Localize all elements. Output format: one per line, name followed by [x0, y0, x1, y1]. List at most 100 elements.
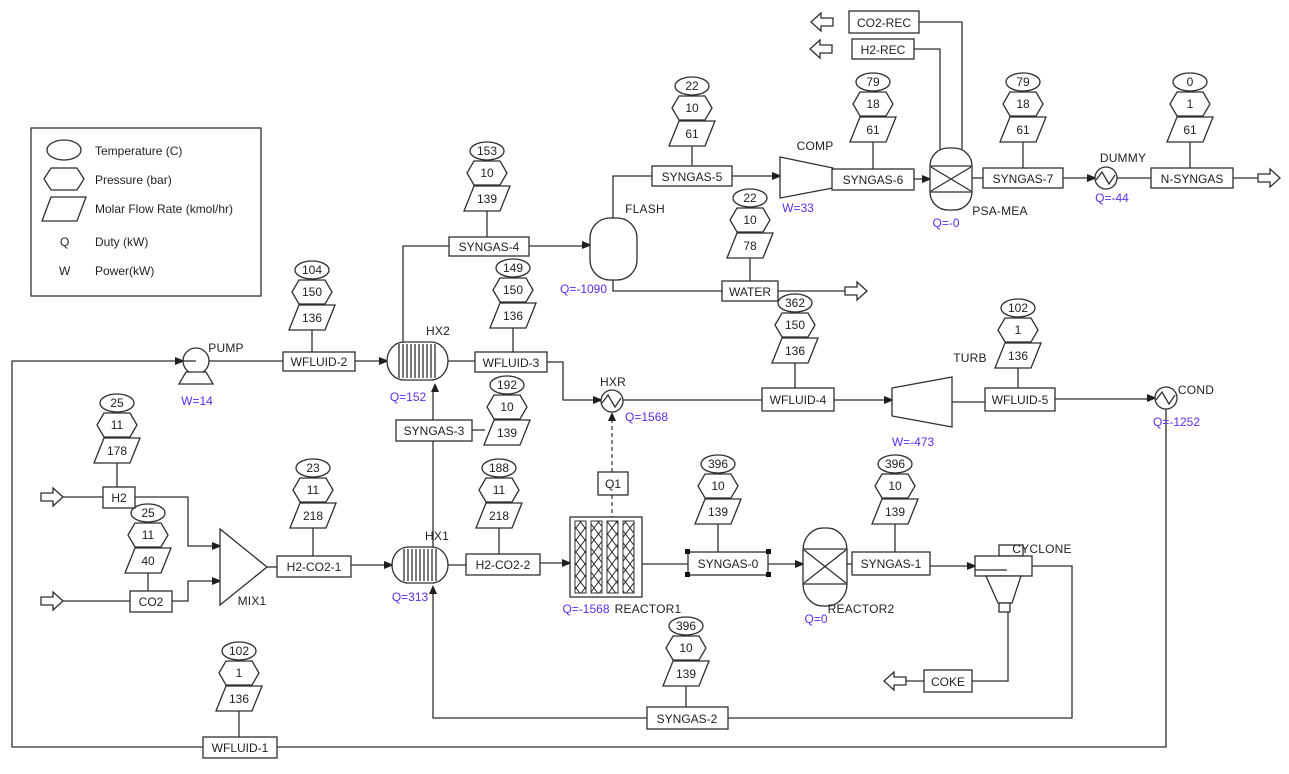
heat-exchanger-hx2-icon[interactable] — [386, 341, 449, 381]
mixer-icon[interactable] — [219, 527, 269, 607]
stream-box-syngas0[interactable]: SYNGAS-0 — [685, 549, 771, 577]
equipment-turb[interactable]: TURB W=-473 — [891, 351, 987, 449]
cond-label: COND — [1178, 383, 1214, 397]
pressure-value: 10 — [888, 479, 902, 493]
stream-box-syngas5[interactable]: SYNGAS-5 — [651, 165, 733, 187]
stream-box-co2[interactable]: CO2 — [129, 590, 173, 613]
dummy-duty: Q=-44 — [1095, 191, 1129, 205]
flow-badge — [93, 437, 141, 464]
stream-box-wfluid5[interactable]: WFLUID-5 — [984, 387, 1056, 412]
stream-box-nsyngas[interactable]: N-SYNGAS — [1150, 167, 1234, 189]
stream-box-h2co2-2[interactable]: H2-CO2-2 — [465, 553, 541, 576]
cond-duty: Q=-1252 — [1153, 415, 1200, 429]
pump-label: PUMP — [208, 341, 243, 355]
equipment-psamea[interactable]: PSA-MEA Q=-0 — [929, 147, 1028, 230]
pressure-value: 1 — [236, 666, 243, 680]
compressor-icon[interactable] — [779, 156, 834, 199]
legend-temperature-icon — [46, 139, 82, 161]
equipment-comp[interactable]: COMP W=33 — [779, 139, 834, 215]
stream-box-syngas1[interactable]: SYNGAS-1 — [851, 551, 931, 576]
stream-box-wfluid2[interactable]: WFLUID-2 — [282, 351, 356, 372]
data-stack-syngas4: 153 10 139 — [463, 141, 511, 237]
flow-value: 61 — [685, 127, 699, 141]
stream-label: WFLUID-1 — [212, 741, 269, 755]
stream-box-h2rec[interactable]: H2-REC — [851, 38, 915, 60]
pressure-value: 1 — [1187, 97, 1194, 111]
equipment-hx1[interactable]: HX1 Q=313 — [391, 529, 449, 604]
q1-box[interactable] — [597, 471, 629, 496]
turb-label: TURB — [953, 351, 986, 365]
pressure-value: 11 — [307, 483, 320, 497]
pressure-value: 10 — [711, 479, 725, 493]
cyclone-icon[interactable] — [974, 555, 1033, 577]
data-stack-syngas6: 79 18 61 — [849, 72, 897, 169]
equipment-flash[interactable]: FLASH Q=-1090 — [560, 202, 665, 296]
legend-flow-icon — [41, 196, 87, 222]
pressure-value: 10 — [685, 101, 699, 115]
equipment-pump[interactable]: PUMP W=14 — [177, 341, 244, 408]
temperature-value: 104 — [302, 263, 322, 277]
stream-box-wfluid1[interactable]: WFLUID-1 — [202, 736, 278, 759]
stream-box-syngas2[interactable]: SYNGAS-2 — [646, 706, 729, 730]
stream-box-syngas4[interactable]: SYNGAS-4 — [448, 236, 530, 257]
stream-box-syngas7[interactable]: SYNGAS-7 — [982, 167, 1064, 189]
stream-label: WFLUID-3 — [483, 356, 540, 370]
flash-drum-icon[interactable] — [589, 217, 638, 281]
pressure-value: 11 — [142, 528, 155, 542]
heat-stream-q1[interactable]: Q1 — [597, 471, 629, 496]
turbine-icon[interactable] — [891, 376, 953, 428]
stream-box-h2co2-1[interactable]: H2-CO2-1 — [276, 555, 352, 578]
equipment-reactor2[interactable]: REACTOR2 Q=0 — [802, 527, 895, 626]
temperature-value: 0 — [1187, 75, 1194, 89]
stream-label: SYNGAS-5 — [662, 170, 723, 184]
stream-box-water[interactable]: WATER — [721, 280, 779, 302]
pressure-badge — [96, 412, 138, 438]
data-stack-wfluid4: 362 150 136 — [771, 293, 819, 388]
reactor2-label: REACTOR2 — [828, 602, 895, 616]
flow-value: 136 — [1008, 349, 1028, 363]
legend-w-symbol: W — [59, 264, 71, 278]
stream-label: SYNGAS-1 — [861, 557, 922, 571]
stream-connectors — [11, 21, 1258, 748]
legend-pressure-label: Pressure (bar) — [95, 173, 172, 187]
stream-box-wfluid3[interactable]: WFLUID-3 — [474, 351, 548, 373]
equipment-reactor1[interactable]: REACTOR1 Q=-1568 — [562, 516, 681, 616]
pressure-value: 11 — [111, 418, 124, 432]
flow-value: 139 — [708, 505, 728, 519]
q1-label: Q1 — [605, 477, 621, 491]
pressure-value: 150 — [302, 285, 322, 299]
flow-value: 61 — [866, 123, 880, 137]
stream-box-syngas3[interactable]: SYNGAS-3 — [395, 419, 473, 442]
stream-label: WATER — [729, 285, 771, 299]
stream-box-co2rec[interactable]: CO2-REC — [848, 10, 920, 34]
data-stack-h2: 25 11 178 — [93, 393, 141, 487]
temperature-value: 102 — [1008, 301, 1028, 315]
stream-box-wfluid4[interactable]: WFLUID-4 — [761, 387, 835, 412]
equipment-cond[interactable]: COND Q=-1252 — [1153, 383, 1214, 429]
flow-value: 139 — [497, 426, 517, 440]
legend: Temperature (C) Pressure (bar) Molar Flo… — [30, 127, 262, 297]
flow-value: 136 — [302, 311, 322, 325]
stream-box-syngas6[interactable]: SYNGAS-6 — [831, 168, 915, 191]
temperature-value: 23 — [306, 461, 320, 475]
equipment-hx2[interactable]: HX2 Q=152 — [386, 324, 450, 404]
temperature-value: 396 — [676, 619, 696, 633]
stream-box-h2[interactable]: H2 — [102, 486, 136, 509]
equipment-cyclone[interactable]: CYCLONE — [974, 542, 1072, 613]
product-arrow-coke — [883, 670, 907, 692]
stream-boxes: H2 CO2 H2-CO2-1 H2-CO2-2 SYNGAS-0 SYNGAS… — [102, 10, 1234, 759]
stream-box-coke[interactable]: COKE — [923, 669, 973, 693]
product-arrow-co2rec — [810, 11, 834, 33]
temperature-value: 25 — [141, 506, 155, 520]
equipment-hxr[interactable]: HXR Q=1568 — [600, 375, 668, 424]
pressure-value: 10 — [500, 400, 514, 414]
equipment-mix1[interactable]: MIX1 — [219, 527, 269, 608]
turb-power: W=-473 — [892, 435, 935, 449]
product-arrow-nsyngas — [1257, 167, 1281, 189]
data-stack-water: 22 10 78 — [726, 188, 774, 281]
equipment-dummy[interactable]: DUMMY Q=-44 — [1094, 151, 1146, 205]
arrowheads — [175, 172, 1157, 594]
temperature-value: 362 — [785, 296, 805, 310]
flash-label: FLASH — [625, 202, 665, 216]
